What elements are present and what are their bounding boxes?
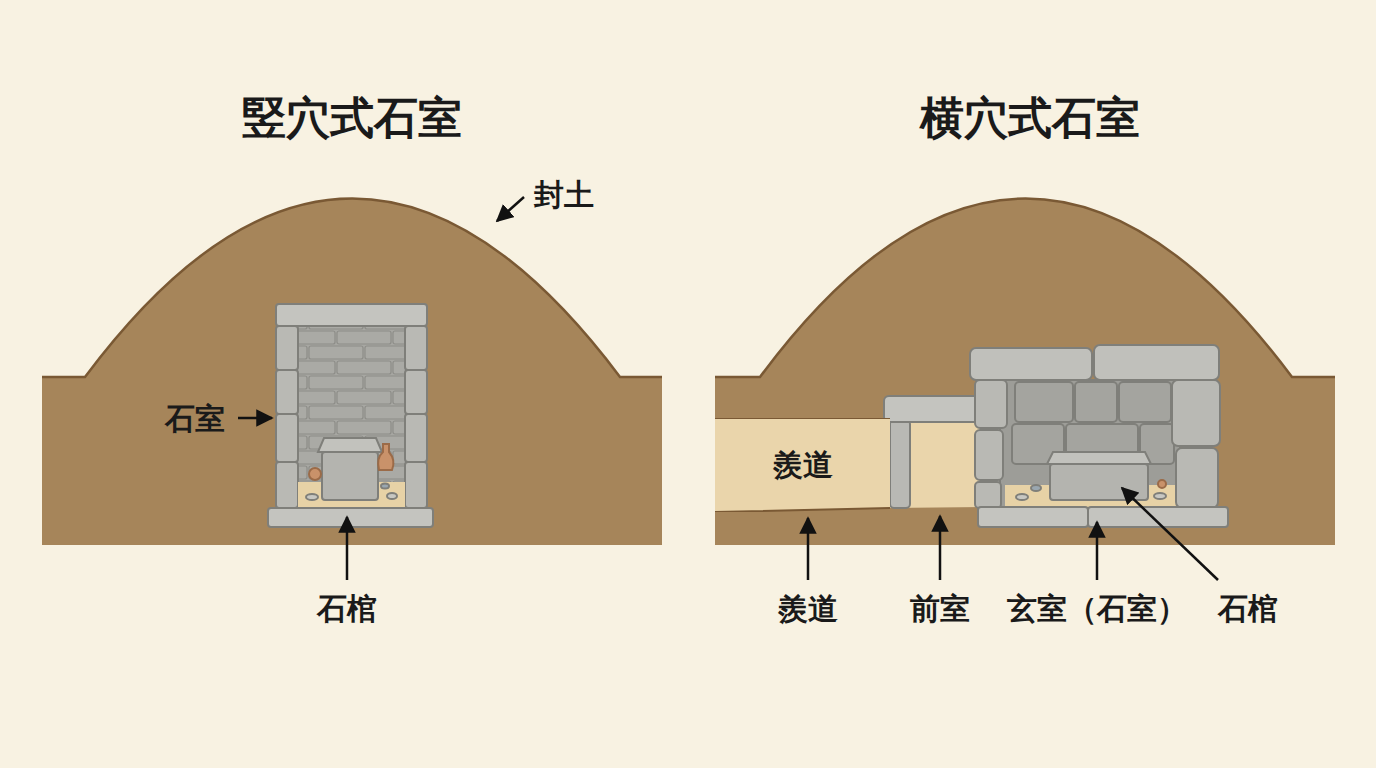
part-label: 封土 (534, 178, 594, 211)
part-label: 石棺 (1218, 592, 1278, 625)
passage-label: 羨道 (773, 445, 833, 486)
part-label: 石棺 (317, 592, 377, 625)
right-mound (715, 199, 1335, 546)
burial-chamber (970, 345, 1228, 527)
panel-heading: 横穴式石室 (920, 94, 1140, 142)
part-label: 羨道 (778, 592, 838, 625)
part-label: 玄室（石室） (1007, 592, 1187, 625)
part-label: 前室 (910, 592, 970, 625)
left-mound (42, 199, 662, 546)
passage-band: 羨道 (715, 418, 890, 512)
leader-arrows (238, 197, 1218, 580)
part-label: 石室 (165, 402, 225, 435)
panel-heading: 竪穴式石室 (242, 94, 462, 142)
vertical-stone-chamber (268, 304, 433, 527)
